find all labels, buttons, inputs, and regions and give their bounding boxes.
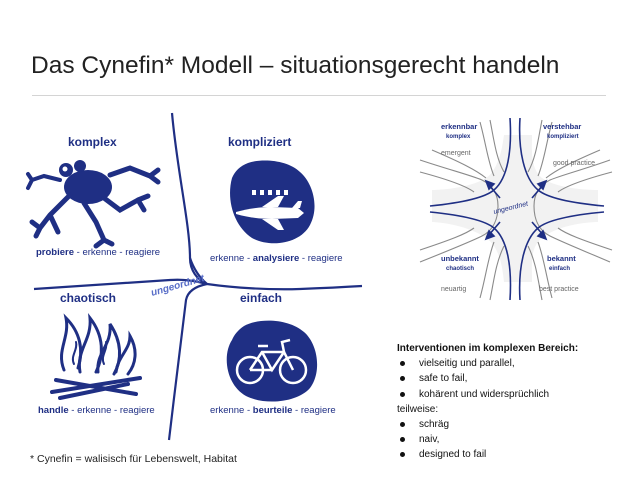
chaotic-actions: handle - erkenne - reagiere bbox=[38, 405, 155, 416]
small-cynefin-model: erkennbar komplex emergent verstehbar ko… bbox=[419, 117, 613, 301]
small-bottom-right-practice: best practice bbox=[539, 286, 579, 293]
frog-icon bbox=[26, 160, 161, 249]
small-bottom-right-title: bekannt bbox=[547, 254, 576, 263]
list-item: schräg bbox=[397, 417, 578, 432]
small-top-right-subtitle: kompliziert bbox=[547, 134, 579, 140]
bicycle-icon bbox=[226, 320, 318, 402]
simple-title: einfach bbox=[240, 291, 282, 305]
main-cynefin-model: komplex kompliziert chaotisch einfach pr… bbox=[26, 112, 363, 441]
slide-title: Das Cynefin* Modell – situationsgerecht … bbox=[31, 52, 560, 79]
list-item: safe to fail, bbox=[397, 371, 578, 386]
boundary-curve-vertical bbox=[167, 112, 208, 441]
boundary-curve-horizontal bbox=[33, 278, 363, 291]
chaotic-title: chaotisch bbox=[60, 291, 116, 305]
small-bottom-left-practice: neuartig bbox=[441, 286, 466, 293]
center-label-unordered: ungeordnet bbox=[150, 273, 207, 299]
complicated-title: kompliziert bbox=[228, 135, 291, 149]
small-bottom-right-subtitle: einfach bbox=[549, 266, 570, 272]
interventions-heading: Interventionen im komplexen Bereich: bbox=[397, 343, 579, 354]
interventions-list: Interventionen im komplexen Bereich: vie… bbox=[397, 341, 578, 463]
small-top-right-title: verstehbar bbox=[543, 122, 581, 131]
list-item: designed to fail bbox=[397, 447, 578, 462]
complex-actions: probiere - erkenne - reagiere bbox=[36, 247, 160, 258]
boundary-curve-center bbox=[188, 257, 208, 285]
list-item: naiv, bbox=[397, 432, 578, 447]
complicated-actions: erkenne - analysiere - reagiere bbox=[210, 253, 343, 264]
list-item: vielseitig und parallel, bbox=[397, 356, 578, 371]
simple-actions: erkenne - beurteile - reagiere bbox=[210, 405, 336, 416]
title-divider bbox=[32, 95, 606, 96]
airplane-icon bbox=[230, 160, 315, 244]
small-top-left-title: erkennbar bbox=[441, 122, 477, 131]
fire-icon bbox=[50, 313, 142, 400]
small-top-left-practice: emergent bbox=[441, 150, 471, 157]
footnote: * Cynefin = walisisch für Lebenswelt, Ha… bbox=[30, 453, 237, 465]
small-top-left-subtitle: komplex bbox=[446, 134, 471, 140]
small-bottom-left-subtitle: chaotisch bbox=[446, 266, 474, 272]
small-bottom-left-title: unbekannt bbox=[441, 254, 479, 263]
interventions-subheading: teilweise: bbox=[397, 403, 439, 415]
small-top-right-practice: good practice bbox=[553, 160, 595, 167]
list-item: kohärent und widersprüchlich bbox=[397, 387, 578, 402]
complex-title: komplex bbox=[68, 135, 117, 149]
